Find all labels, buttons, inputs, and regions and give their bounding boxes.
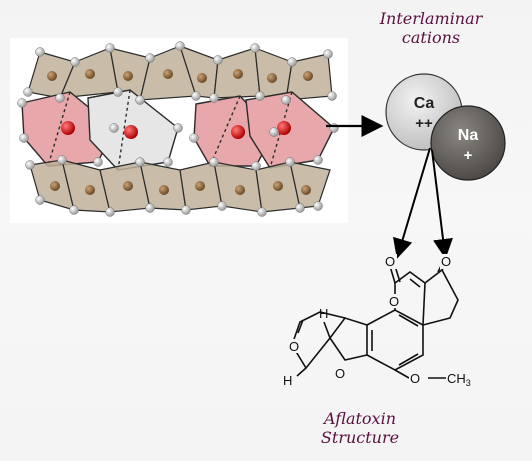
cation-na: Na +	[430, 105, 506, 181]
montmorillonite-structure	[10, 38, 348, 223]
oxygen-atoms	[17, 41, 339, 217]
aflatoxin-title-line2: Structure	[320, 428, 400, 447]
octahedral-centers	[61, 121, 291, 139]
ketone-o-left: O	[385, 254, 395, 269]
h-top: H	[319, 306, 328, 321]
interlaminar-title-line1: Interlaminar	[379, 9, 483, 28]
furan-o: O	[289, 339, 299, 354]
cation-to-o2-arrow	[431, 149, 453, 259]
cation-to-o1-arrow	[393, 147, 431, 259]
benzene-ring	[366, 309, 424, 371]
aflatoxin-title-line1: Aflatoxin	[324, 409, 396, 428]
na-symbol: Na	[458, 127, 479, 144]
methoxy-o: O	[410, 371, 420, 386]
furan-o-2: O	[335, 366, 345, 381]
bottom-tetrahedral-sheet	[29, 159, 331, 213]
interlaminar-cations-title: Interlaminar cations	[376, 9, 486, 47]
na-sphere	[430, 105, 506, 181]
lactone-o: O	[389, 294, 399, 309]
ca-charge: ++	[415, 115, 433, 132]
ca-symbol: Ca	[414, 95, 435, 112]
h-bottom: H	[283, 373, 292, 388]
na-charge: +	[464, 147, 473, 164]
silicon-atoms	[47, 69, 313, 195]
aflatoxin-molecule	[291, 263, 459, 379]
interlaminar-title-line2: cations	[401, 28, 461, 47]
methyl-label: CH3	[447, 371, 471, 388]
aflatoxin-structure-title: Aflatoxin Structure	[304, 409, 416, 447]
ketone-o-right: O	[441, 254, 451, 269]
molecule-atom-labels: O O O O O O H H CH3	[283, 254, 471, 388]
